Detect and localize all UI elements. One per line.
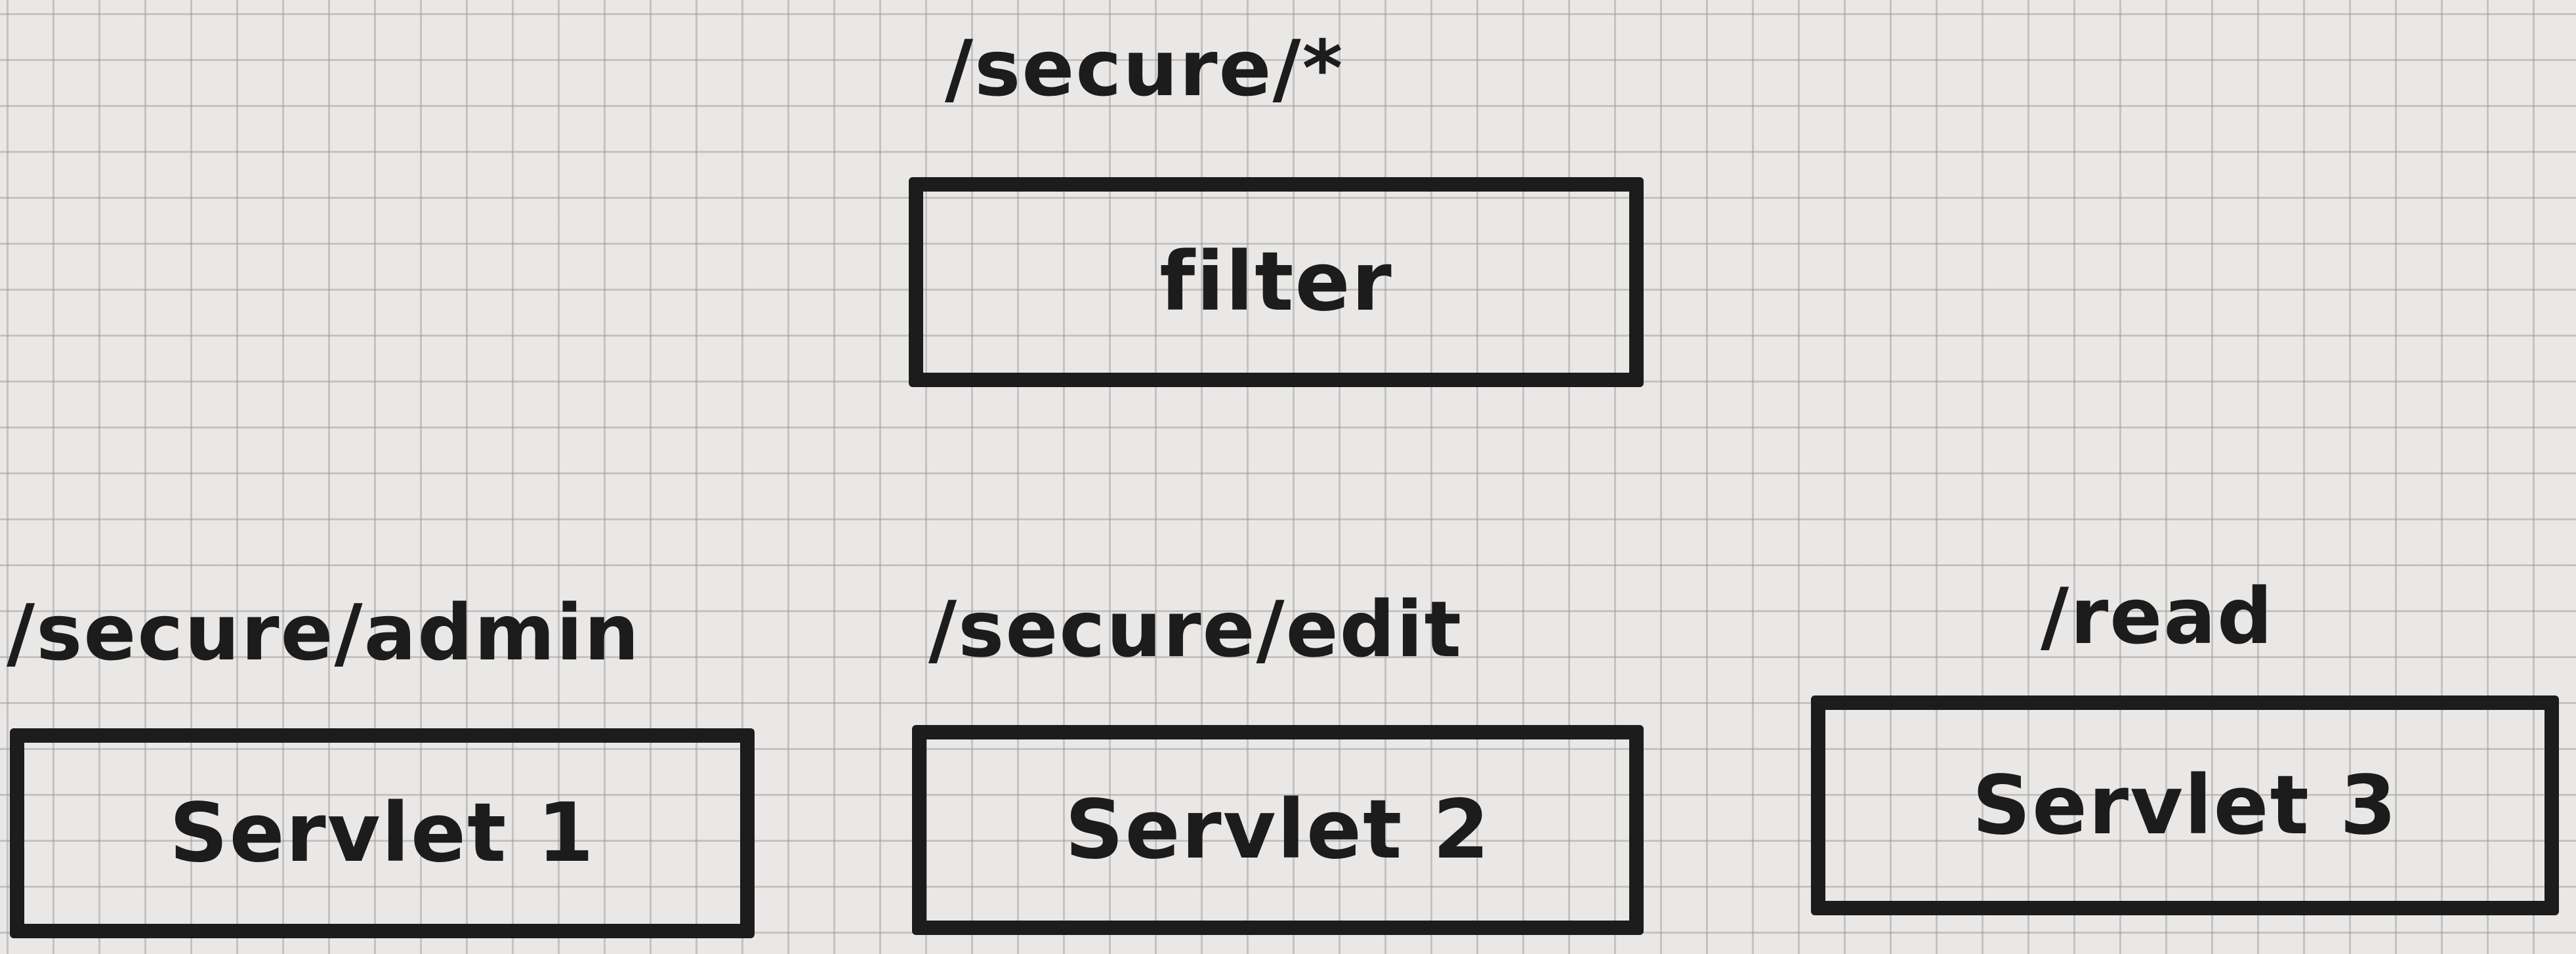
filter-label: filter [1159,235,1393,329]
servlet-2-label: Servlet 2 [1065,783,1491,877]
servlet-2-box: Servlet 2 [912,725,1644,935]
servlet-1-label: Servlet 1 [169,786,595,881]
servlet-3-label: Servlet 3 [1972,758,2398,853]
servlet-1-box: Servlet 1 [10,728,755,938]
filter-url-pattern: /secure/* [945,23,1344,114]
servlet-3-url-pattern: /read [2041,571,2274,661]
servlet-3-box: Servlet 3 [1811,695,2559,915]
servlet-1-url-pattern: /secure/admin [7,587,641,678]
filter-box: filter [909,177,1644,387]
servlet-2-url-pattern: /secure/edit [928,584,1463,674]
